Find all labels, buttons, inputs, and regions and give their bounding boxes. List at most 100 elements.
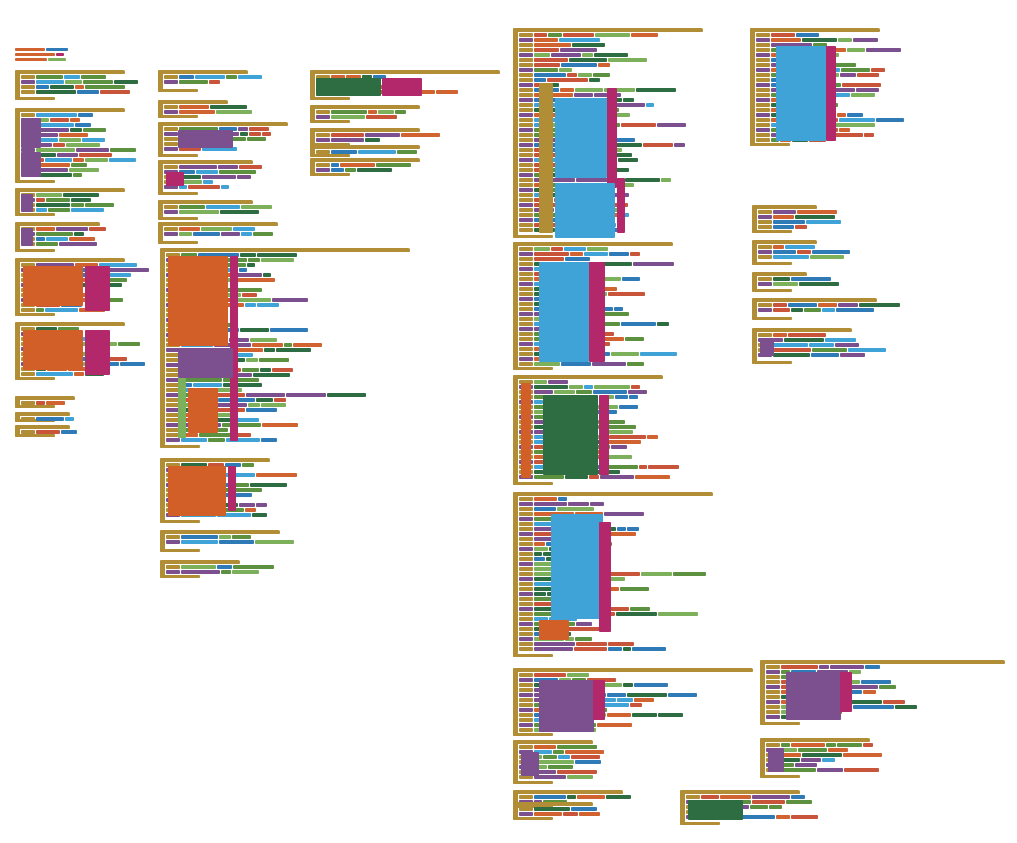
value-block[interactable] [565, 257, 590, 261]
value-block[interactable] [646, 103, 654, 107]
statement-block[interactable] [519, 567, 533, 571]
value-block[interactable] [639, 465, 647, 469]
global-variable[interactable] [15, 48, 45, 51]
value-block[interactable] [615, 153, 632, 157]
value-block[interactable] [36, 75, 63, 79]
statement-block[interactable] [519, 678, 533, 682]
value-block[interactable] [565, 475, 588, 479]
statement-block[interactable] [164, 142, 178, 146]
value-block[interactable] [81, 75, 106, 79]
value-block[interactable] [179, 80, 208, 84]
value-block[interactable] [534, 607, 557, 611]
statement-block[interactable] [164, 210, 178, 214]
statement-block[interactable] [519, 148, 533, 152]
statement-block[interactable] [519, 745, 533, 749]
value-block[interactable] [611, 445, 627, 449]
value-block[interactable] [630, 252, 640, 256]
value-block[interactable] [233, 433, 251, 437]
value-block[interactable] [842, 700, 882, 704]
event-handler-body[interactable] [752, 205, 757, 233]
value-block[interactable] [865, 665, 880, 669]
event-handler-body[interactable] [158, 100, 163, 118]
value-block[interactable] [831, 133, 863, 137]
value-block[interactable] [245, 303, 256, 307]
value-block[interactable] [181, 383, 192, 387]
event-handler-block[interactable] [158, 70, 248, 74]
statement-block[interactable] [166, 418, 180, 422]
statement-block[interactable] [164, 165, 178, 169]
value-block[interactable] [219, 170, 256, 174]
value-block[interactable] [781, 670, 790, 674]
event-handler-block[interactable] [752, 298, 877, 302]
statement-block[interactable] [166, 565, 180, 569]
value-block[interactable] [558, 497, 567, 501]
value-block[interactable] [248, 258, 260, 262]
statement-block[interactable] [519, 718, 533, 722]
value-block[interactable] [50, 85, 74, 89]
statement-block[interactable] [519, 143, 533, 147]
statement-block[interactable] [756, 68, 770, 72]
event-handler-footer[interactable] [158, 241, 198, 244]
nested-statement[interactable] [178, 348, 233, 378]
value-block[interactable] [46, 198, 70, 202]
value-block[interactable] [69, 237, 95, 241]
value-block[interactable] [773, 338, 783, 342]
value-block[interactable] [625, 337, 644, 341]
event-handler-body[interactable] [158, 160, 163, 195]
value-block[interactable] [561, 63, 597, 67]
event-handler-block[interactable] [15, 188, 125, 192]
value-block[interactable] [534, 527, 566, 531]
value-block[interactable] [237, 175, 251, 179]
value-block[interactable] [608, 58, 647, 62]
event-handler-footer[interactable] [752, 289, 792, 292]
event-handler-block[interactable] [760, 660, 1005, 664]
event-handler-body[interactable] [513, 790, 518, 808]
value-block[interactable] [195, 75, 225, 79]
value-block[interactable] [560, 48, 597, 52]
value-block[interactable] [534, 53, 550, 57]
statement-block[interactable] [756, 128, 770, 132]
event-handler-body[interactable] [513, 28, 518, 238]
statement-block[interactable] [756, 118, 770, 122]
event-handler-body[interactable] [752, 298, 757, 320]
value-block[interactable] [233, 348, 263, 352]
value-block[interactable] [331, 75, 345, 79]
value-block[interactable] [809, 343, 834, 347]
value-block[interactable] [534, 750, 552, 754]
event-handler-body[interactable] [310, 128, 315, 146]
event-handler-block[interactable] [513, 375, 663, 379]
value-block[interactable] [73, 158, 84, 162]
value-block[interactable] [217, 513, 251, 517]
value-block[interactable] [534, 647, 573, 651]
value-block[interactable] [36, 237, 45, 241]
value-block[interactable] [293, 343, 322, 347]
value-block[interactable] [376, 163, 411, 167]
value-block[interactable] [235, 278, 275, 282]
value-block[interactable] [876, 118, 904, 122]
value-block[interactable] [776, 815, 790, 819]
statement-block[interactable] [519, 58, 533, 62]
value-block[interactable] [788, 303, 817, 307]
statement-block[interactable] [519, 502, 533, 506]
value-block[interactable] [791, 308, 803, 312]
statement-block[interactable] [756, 43, 770, 47]
value-block[interactable] [75, 123, 91, 127]
value-block[interactable] [615, 395, 628, 399]
event-handler-footer[interactable] [158, 154, 198, 157]
value-block[interactable] [36, 168, 68, 172]
value-block[interactable] [59, 242, 97, 246]
value-block[interactable] [895, 705, 917, 709]
value-block[interactable] [239, 165, 262, 169]
statement-block[interactable] [166, 368, 180, 372]
value-block[interactable] [109, 158, 136, 162]
statement-block[interactable] [766, 675, 780, 679]
value-block[interactable] [284, 343, 292, 347]
value-block[interactable] [534, 362, 560, 366]
value-block[interactable] [36, 128, 69, 132]
statement-block[interactable] [166, 358, 180, 362]
value-block[interactable] [799, 282, 839, 286]
value-block[interactable] [36, 327, 57, 331]
value-block[interactable] [276, 348, 311, 352]
statement-block[interactable] [519, 78, 533, 82]
value-block[interactable] [73, 173, 82, 177]
